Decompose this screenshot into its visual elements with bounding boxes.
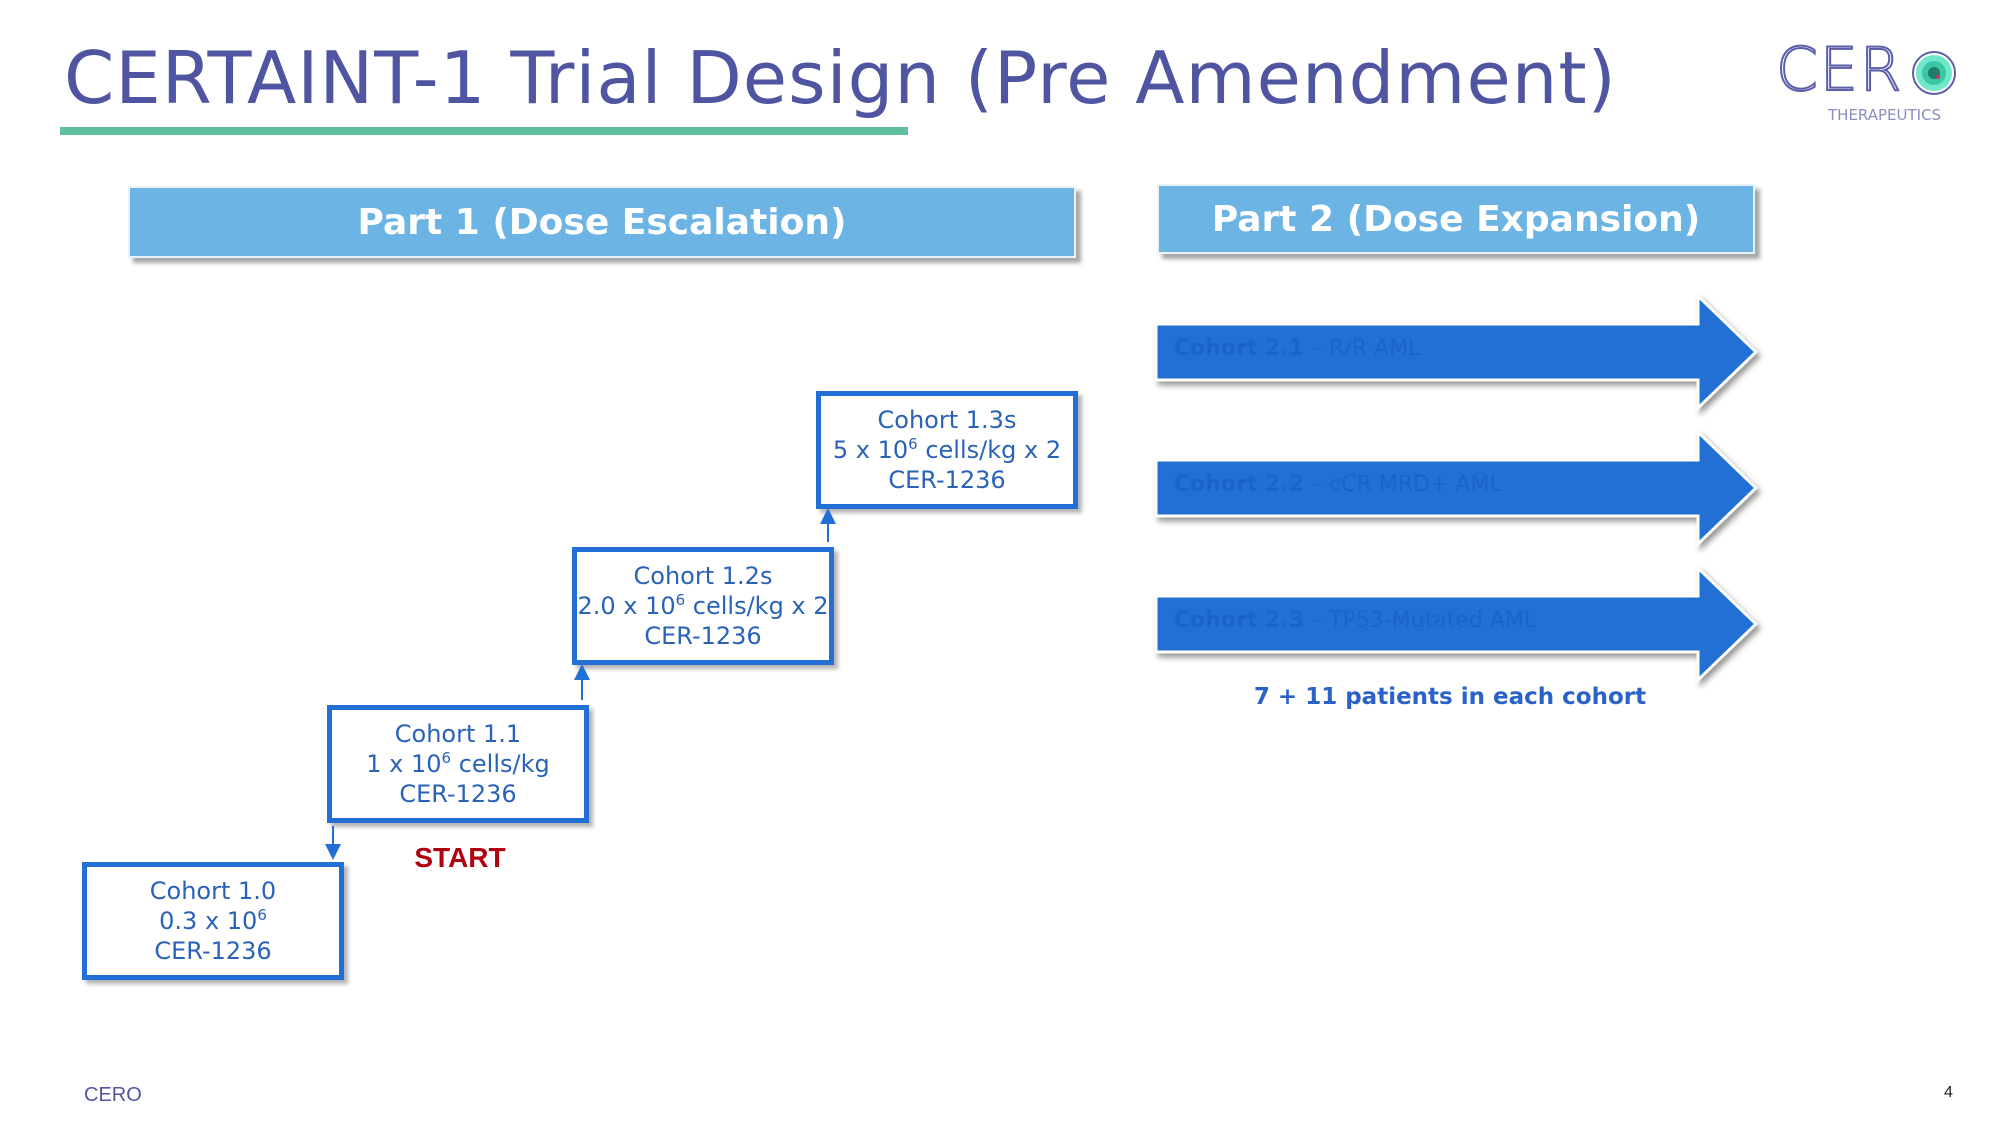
cohort-product: CER-1236 <box>644 622 762 650</box>
part1-header: Part 1 (Dose Escalation) <box>128 186 1076 258</box>
cohort-name: Cohort 1.1 <box>394 720 522 748</box>
cohort-dose: 1 x 106 cells/kg <box>366 749 550 778</box>
cohort-box-1-3s: Cohort 1.3s 5 x 106 cells/kg x 2 CER-123… <box>816 391 1078 509</box>
cohort-dose: 5 x 106 cells/kg x 2 <box>832 435 1062 464</box>
part2-header: Part 2 (Dose Expansion) <box>1157 184 1755 254</box>
cohort-dose: 0.3 x 106 <box>159 906 267 935</box>
cohort-dose: 2.0 x 106 cells/kg x 2 <box>577 591 829 620</box>
cero-logo: CER THERAPEUTICS <box>1775 34 1976 125</box>
cohort-arrow-2-3: Cohort 2.3 – TP53-Mutated AML <box>1154 564 1759 684</box>
arrow-right-icon <box>1154 564 1759 684</box>
page-number: 4 <box>1944 1084 1953 1101</box>
cohort-name: Cohort 1.2s <box>633 562 773 590</box>
footer-label: CERO <box>84 1084 142 1106</box>
arrow-right-icon <box>1154 292 1759 412</box>
cohort-product: CER-1236 <box>399 780 517 808</box>
cohort-arrow-label: Cohort 2.3 – TP53-Mutated AML <box>1174 608 1537 633</box>
cohort-name: Cohort 1.3s <box>877 406 1017 434</box>
cohort-product: CER-1236 <box>154 937 272 965</box>
cohort-arrow-label: Cohort 2.2 – cCR MRD+ AML <box>1174 472 1502 497</box>
svg-text:THERAPEUTICS: THERAPEUTICS <box>1827 106 1941 124</box>
patients-note: 7 + 11 patients in each cohort <box>1253 684 1647 710</box>
cohort-product: CER-1236 <box>888 466 1006 494</box>
cohort-box-1-2s: Cohort 1.2s 2.0 x 106 cells/kg x 2 CER-1… <box>572 547 834 665</box>
cohort-box-1-1: Cohort 1.1 1 x 106 cells/kg CER-1236 <box>327 705 589 823</box>
cohort-arrow-label: Cohort 2.1 – R/R AML <box>1174 336 1421 361</box>
slide-title: CERTAINT-1 Trial Design (Pre Amendment) <box>64 36 1617 120</box>
cohort-box-1-0: Cohort 1.0 0.3 x 106 CER-1236 <box>82 862 344 980</box>
svg-text:CER: CER <box>1776 40 1904 105</box>
cohort-name: Cohort 1.0 <box>149 877 277 905</box>
start-label: START <box>414 842 506 873</box>
arrow-right-icon <box>1154 428 1759 548</box>
title-underline <box>60 127 908 135</box>
cohort-arrow-2-2: Cohort 2.2 – cCR MRD+ AML <box>1154 428 1759 548</box>
cohort-arrow-2-1: Cohort 2.1 – R/R AML <box>1154 292 1759 412</box>
